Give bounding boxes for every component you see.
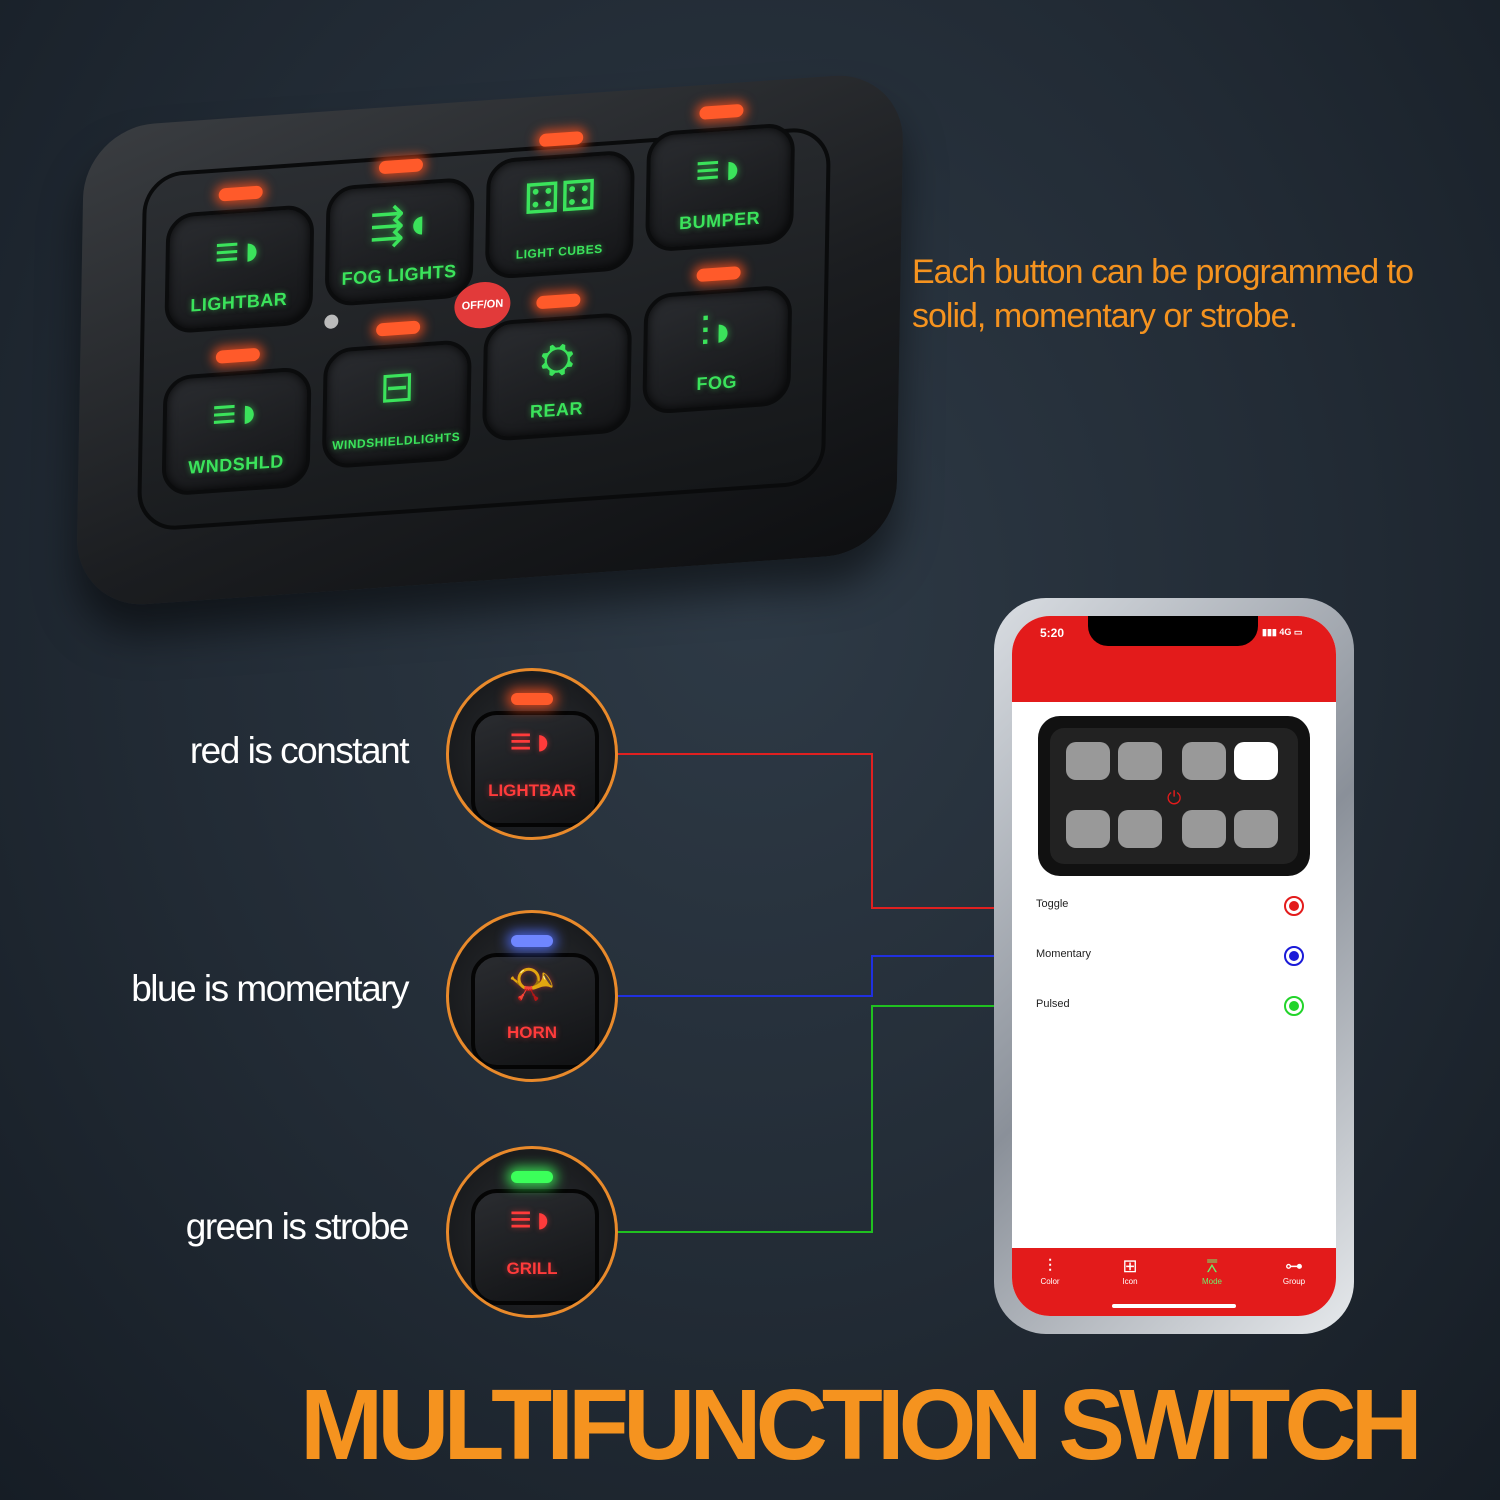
red-connector-line <box>616 753 1030 909</box>
mode-circle-red: ≡◗ LIGHTBAR <box>446 668 618 840</box>
horn-icon: 📯 <box>508 964 556 1006</box>
mode-circle-blue: 📯 HORN <box>446 910 618 1082</box>
radio-dot <box>1289 901 1299 911</box>
led-green <box>511 1171 553 1183</box>
home-indicator <box>1112 1304 1236 1308</box>
signal-icon: ▮▮▮ <box>1262 627 1277 637</box>
tab-label: Group <box>1282 1277 1306 1286</box>
network-icon: ⊶ <box>1285 1256 1303 1276</box>
mode-option-pulsed[interactable]: Pulsed <box>1036 998 1070 1010</box>
tab-color[interactable]: ⫶Color <box>1020 1256 1080 1286</box>
preview-button-5[interactable] <box>1066 810 1110 848</box>
mode-option-label: Momentary <box>1036 948 1092 960</box>
feature-tagline: Each button can be programmed to solid, … <box>912 253 1414 335</box>
toggle-radio[interactable] <box>1284 896 1304 916</box>
app-header: 5:20 ▮▮▮ 4G ▭ <box>1012 616 1336 702</box>
zoom-button <box>471 953 599 1069</box>
status-network-label: 4G <box>1279 627 1292 637</box>
tab-bar: ⫶Color ⊞Icon ⩞Mode ⊶Group <box>1012 1248 1336 1316</box>
phone-notch <box>1088 616 1258 646</box>
led-blue <box>511 935 553 947</box>
zoom-button <box>471 711 599 827</box>
panel-preview: ⏻ <box>1038 716 1310 876</box>
momentary-radio[interactable] <box>1284 946 1304 966</box>
sliders-icon: ⫶ <box>1047 1256 1053 1276</box>
tab-group[interactable]: ⊶Group <box>1264 1256 1324 1286</box>
zoom-button-label: HORN <box>506 1023 558 1042</box>
preview-button-4[interactable] <box>1234 742 1278 780</box>
smartphone: 5:20 ▮▮▮ 4G ▭ ⏻ Toggle Momentary <box>994 598 1354 1334</box>
battery-icon: ▭ <box>1293 627 1303 637</box>
status-network: ▮▮▮ 4G ▭ <box>1262 627 1302 638</box>
radio-dot <box>1289 951 1299 961</box>
green-connector-line <box>616 1005 1030 1233</box>
zoom-button-label: LIGHTBAR <box>488 781 576 800</box>
phone-screen: 5:20 ▮▮▮ 4G ▭ ⏻ Toggle Momentary <box>1012 616 1336 1316</box>
preview-button-2[interactable] <box>1118 742 1162 780</box>
mode-option-label: Toggle <box>1036 898 1069 910</box>
panel-preview-face: ⏻ <box>1050 728 1298 864</box>
grill-icon: ≡◗ <box>509 1199 555 1241</box>
lightbar-icon: ≡◗ <box>509 721 555 763</box>
tab-label: Icon <box>1122 1277 1138 1286</box>
tab-label: Mode <box>1201 1277 1222 1286</box>
caption-blue: blue is momentary <box>131 968 409 1009</box>
radio-dot <box>1289 1001 1299 1011</box>
beacon-icon: ⩞ <box>1206 1256 1218 1276</box>
tab-icon[interactable]: ⊞Icon <box>1100 1256 1160 1286</box>
preview-button-8[interactable] <box>1234 810 1278 848</box>
mode-option-toggle[interactable]: Toggle <box>1036 898 1068 910</box>
caption-red: red is constant <box>189 730 410 771</box>
preview-button-3[interactable] <box>1182 742 1226 780</box>
caption-green: green is strobe <box>185 1206 410 1247</box>
power-icon[interactable]: ⏻ <box>1167 788 1182 808</box>
tab-mode[interactable]: ⩞Mode <box>1182 1256 1242 1286</box>
blue-connector-line <box>616 955 1030 997</box>
tab-label: Color <box>1040 1277 1060 1286</box>
zoom-button <box>471 1189 599 1305</box>
grid-icon: ⊞ <box>1122 1256 1138 1276</box>
status-time: 5:20 <box>1040 626 1065 640</box>
preview-button-7[interactable] <box>1182 810 1226 848</box>
preview-button-1[interactable] <box>1066 742 1110 780</box>
mode-option-label: Pulsed <box>1036 998 1070 1010</box>
mode-option-momentary[interactable]: Momentary <box>1036 948 1091 960</box>
led-red <box>511 693 553 705</box>
mode-circle-green: ≡◗ GRILL <box>446 1146 618 1318</box>
zoom-button-label: GRILL <box>506 1259 558 1278</box>
pulsed-radio[interactable] <box>1284 996 1304 1016</box>
product-title: MULTIFUNCTION SWITCH <box>300 1369 1423 1481</box>
preview-button-6[interactable] <box>1118 810 1162 848</box>
